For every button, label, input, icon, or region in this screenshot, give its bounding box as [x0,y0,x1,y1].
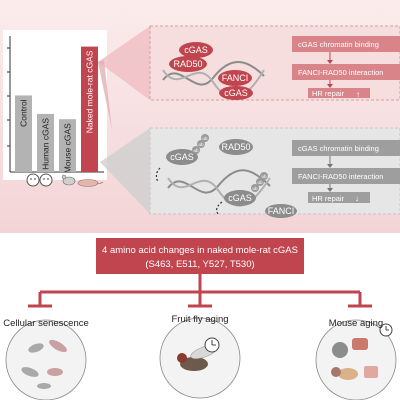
naked-mole-rat-icon [77,179,104,187]
bottom-connector [100,128,150,214]
label-cgas-gray-2: cGAS [228,193,252,203]
connector-strip [98,60,112,130]
label-cgas-2: cGAS [224,88,248,98]
top-proteins: cGAS RAD50 FANCI cGAS [169,42,253,100]
svg-text:ub: ub [193,148,199,153]
y-ticks [7,47,10,147]
ubiquitin-chain-2: ub ub ub [251,172,268,192]
banner-box [96,238,304,274]
bar-label-3: Naked mole-rat cGAS [85,50,95,133]
bottom-step-2-box [292,168,400,184]
svg-text:ub: ub [261,174,267,179]
fruit-fly-icon [177,337,220,371]
label-rad50-gray: RAD50 [221,142,250,152]
protein-cgas-2 [219,86,253,100]
ubiquitin-chain-1: ub ub ub [192,134,209,154]
protein-rad50-gray [219,139,253,155]
top-up-arrow-1: ↑ [356,90,360,99]
label-cgas-gray-1: cGAS [170,152,194,162]
label-fanci: FANCI [222,73,249,83]
bottom-down-arrow: ↓ [355,194,359,203]
bar-1 [37,113,54,172]
outcome-connectors [38,274,362,306]
protein-cgas-gray-1 [166,149,198,165]
bottom-step-2-label: FANCI-RAD50 interaction [298,172,383,181]
bar-label-0: Control [19,99,29,127]
svg-text:ub: ub [198,142,204,147]
bottom-step-1-label: cGAS chromatin binding [298,144,379,153]
bottom-step-1-box [292,140,400,156]
mouse-icon [61,174,76,186]
protein-fanci-gray [265,204,297,218]
organs-icon [331,338,378,380]
bar-3 [81,46,98,172]
outcome-fruit-fly: Fruit fly aging [159,314,241,399]
label-cgas-1: cGAS [184,45,208,55]
svg-text:ub: ub [252,186,258,191]
top-step-3-label: HR repair [312,89,345,98]
top-steps: cGAS chromatin binding FANCI-RAD50 inter… [292,36,400,99]
bar-2 [59,119,76,172]
bars [15,46,98,172]
dissociation-arrows [155,167,223,215]
senescent-cells-icon [21,339,67,389]
top-step-1-label: cGAS chromatin binding [298,40,379,49]
svg-text:ub: ub [257,180,263,185]
human-faces-icon [26,173,53,187]
bar-0 [15,95,32,172]
bottom-step-3-box [308,192,370,203]
top-connector [98,26,150,100]
fruit-fly-label: Fruit fly aging [171,314,228,325]
banner-line-2: (S463, E511, Y527, T530) [145,259,254,270]
protein-cgas-gray-2 [224,190,256,206]
protein-fanci [218,70,252,86]
protein-rad50 [169,56,207,72]
label-fanci-gray: FANCI [268,206,295,216]
bottom-proteins: cGAS RAD50 cGAS FANCI [166,139,297,218]
top-step-3-box [308,88,370,98]
top-step-2-label: FANCI-RAD50 interaction [298,68,383,77]
protein-cgas-1 [179,42,213,58]
bottom-steps: cGAS chromatin binding FANCI-RAD50 inter… [292,140,400,203]
svg-text:ub: ub [202,136,208,141]
top-step-2-box [292,64,400,80]
label-rad50: RAD50 [173,59,202,69]
bottom-step-3-label: HR repair [312,194,345,203]
mouse-clock-icon [379,323,393,337]
mouse-aging-label: Mouse aging [329,318,383,329]
top-step-1-box [292,36,400,52]
bar-label-1: Human cGAS [41,118,51,170]
outcome-senescence: Cellular senescence [3,318,89,401]
banner-line-1: 4 amino acid changes in naked mole-rat c… [102,245,298,256]
outcome-mouse-aging: Mouse aging [315,318,397,401]
senescence-label: Cellular senescence [3,318,89,329]
bar-label-2: Mouse cGAS [63,123,73,173]
